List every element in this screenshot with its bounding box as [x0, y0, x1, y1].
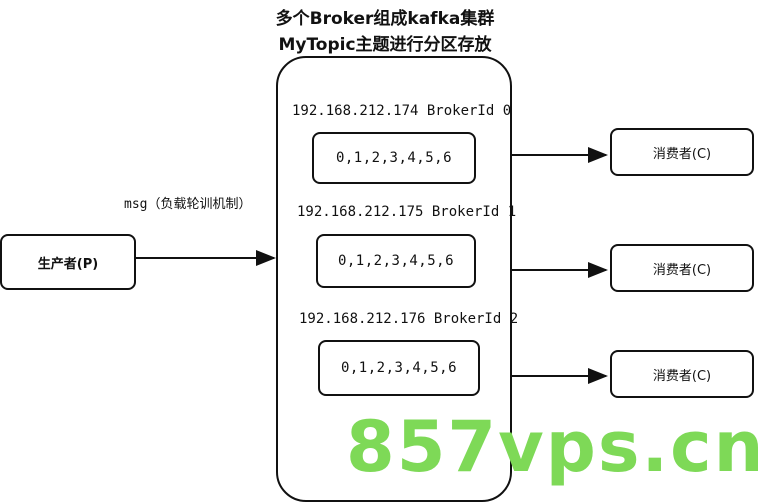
broker-label-1: 192.168.212.175 BrokerId 1 — [297, 204, 517, 220]
broker-label-2: 192.168.212.176 BrokerId 2 — [299, 311, 519, 327]
broker-partition-box-0: 0,1,2,3,4,5,6 — [312, 132, 476, 184]
consumer-node-0: 消费者(C) — [610, 128, 754, 176]
diagram-title: 多个Broker组成kafka集群 — [275, 9, 495, 29]
partition-list-2: 0,1,2,3,4,5,6 — [340, 360, 458, 376]
consumer-node-1: 消费者(C) — [610, 244, 754, 292]
consumer-label-0: 消费者(C) — [652, 146, 712, 162]
broker-label-0: 192.168.212.174 BrokerId 0 — [292, 103, 512, 119]
partition-list-1: 0,1,2,3,4,5,6 — [337, 253, 455, 269]
diagram-subtitle: MyTopic主题进行分区存放 — [278, 35, 492, 55]
producer-node: 生产者(P) — [0, 234, 136, 290]
partition-list-0: 0,1,2,3,4,5,6 — [335, 150, 453, 166]
consumer-node-2: 消费者(C) — [610, 350, 754, 398]
message-label: msg（负载轮训机制） — [124, 197, 252, 212]
site-watermark: 857vps.cn — [346, 406, 766, 488]
consumer-label-2: 消费者(C) — [652, 368, 712, 384]
broker-partition-box-2: 0,1,2,3,4,5,6 — [318, 340, 480, 396]
broker-partition-box-1: 0,1,2,3,4,5,6 — [316, 234, 476, 288]
consumer-label-1: 消费者(C) — [652, 262, 712, 278]
producer-label: 生产者(P) — [37, 256, 99, 272]
